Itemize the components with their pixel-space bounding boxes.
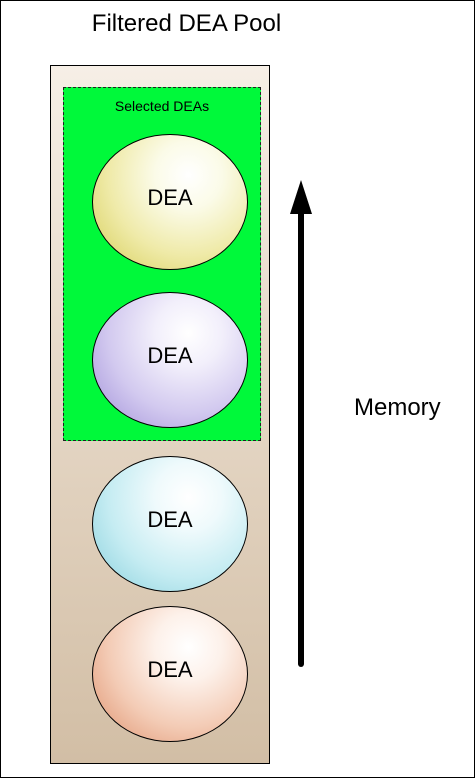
selected-deas-label: Selected DEAs bbox=[114, 98, 210, 114]
dea-node-label: DEA bbox=[147, 507, 193, 532]
memory-axis-label: Memory bbox=[354, 394, 441, 421]
dea-node-1: DEA bbox=[92, 134, 248, 270]
dea-node-2: DEA bbox=[92, 292, 248, 428]
dea-node-label: DEA bbox=[147, 657, 193, 682]
dea-node-label: DEA bbox=[147, 343, 193, 368]
dea-node-label: DEA bbox=[147, 185, 193, 210]
memory-arrow-icon bbox=[290, 180, 312, 667]
dea-node-4: DEA bbox=[92, 606, 248, 742]
dea-node-3: DEA bbox=[92, 456, 248, 592]
diagram-title: Filtered DEA Pool bbox=[91, 10, 282, 37]
